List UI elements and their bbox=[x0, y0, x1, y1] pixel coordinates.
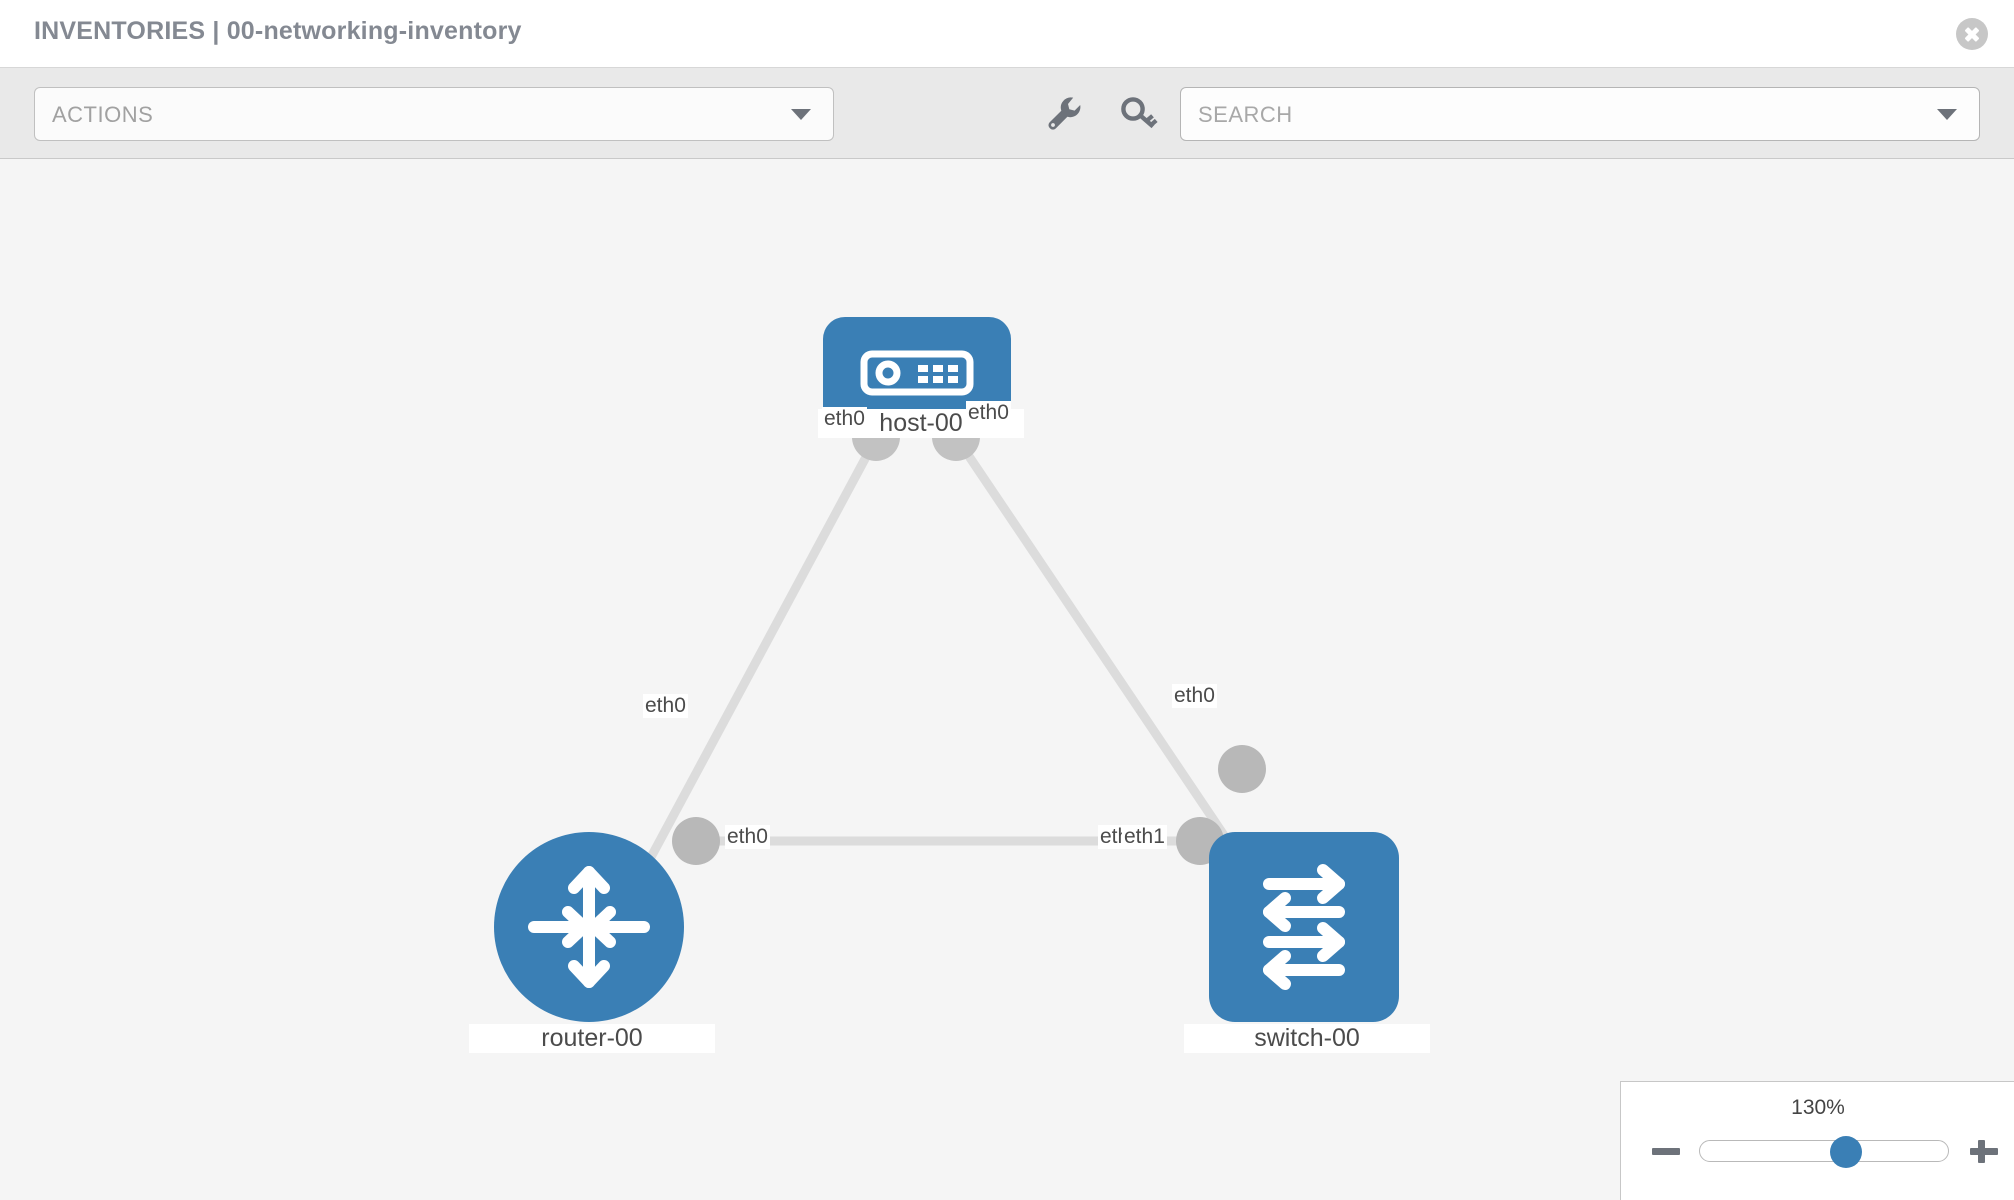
page-title: INVENTORIES | 00-networking-inventory bbox=[34, 17, 522, 45]
zoom-slider-row bbox=[1621, 1132, 2014, 1172]
topology-canvas[interactable]: host-00 bbox=[0, 159, 2014, 1200]
zoom-slider-thumb[interactable] bbox=[1830, 1136, 1863, 1168]
edge-label-host-left: eth0 bbox=[822, 407, 867, 431]
plus-icon[interactable] bbox=[1967, 1134, 2001, 1168]
page-header: INVENTORIES | 00-networking-inventory bbox=[0, 0, 2014, 68]
router-arrows-icon bbox=[528, 866, 650, 988]
link-host-router bbox=[646, 428, 884, 862]
port-handle-switch-top bbox=[1218, 745, 1266, 793]
search-placeholder: SEARCH bbox=[1198, 102, 1293, 127]
node-switch-00[interactable]: switch-00 bbox=[1184, 832, 1430, 1053]
node-switch-00-label: switch-00 bbox=[1184, 1024, 1430, 1053]
server-icon bbox=[860, 350, 974, 396]
edge-label-switch-up: eth0 bbox=[1172, 684, 1217, 708]
zoom-slider[interactable] bbox=[1699, 1136, 1949, 1168]
switch-arrows-icon bbox=[1263, 864, 1345, 990]
node-router-00-label: router-00 bbox=[469, 1024, 715, 1053]
edge-label-host-right: eth0 bbox=[966, 401, 1011, 425]
chevron-down-icon[interactable] bbox=[1937, 109, 1957, 120]
toolbar: ACTIONS SEARCH bbox=[0, 68, 2014, 159]
edge-label-router-up: eth0 bbox=[643, 694, 688, 718]
node-router-00[interactable]: router-00 bbox=[469, 832, 715, 1053]
actions-dropdown[interactable]: ACTIONS bbox=[34, 87, 834, 141]
node-switch-00-shape bbox=[1209, 832, 1399, 1022]
chevron-down-icon bbox=[791, 109, 811, 120]
zoom-level-value: 130% bbox=[1791, 1096, 1845, 1119]
search-input[interactable]: SEARCH bbox=[1180, 87, 1980, 141]
edge-label-switch-left: eth1 bbox=[1122, 825, 1167, 849]
key-icon[interactable] bbox=[1116, 90, 1162, 136]
link-host-switch bbox=[948, 428, 1244, 862]
minus-icon[interactable] bbox=[1649, 1134, 1683, 1168]
close-icon[interactable] bbox=[1956, 18, 1988, 50]
port-handle-router-right bbox=[672, 817, 720, 865]
actions-dropdown-label: ACTIONS bbox=[52, 102, 154, 127]
edge-label-router-right: eth0 bbox=[725, 825, 770, 849]
zoom-control-panel: 130% bbox=[1620, 1081, 2014, 1200]
topology-links bbox=[646, 413, 1266, 865]
wrench-icon[interactable] bbox=[1040, 90, 1086, 136]
